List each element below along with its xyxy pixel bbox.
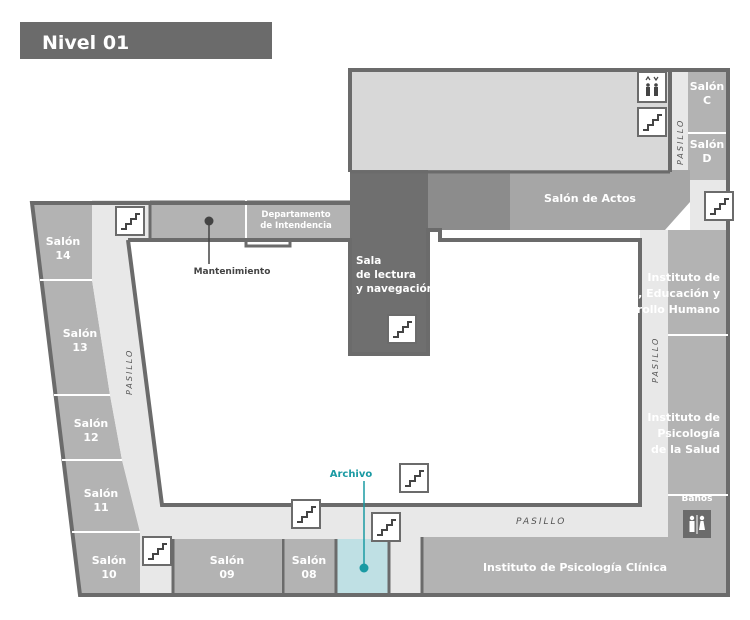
salon-12-line2: 12	[83, 431, 98, 444]
room-salon-11[interactable]	[62, 460, 140, 532]
stairs-icon	[399, 463, 429, 493]
salon-09-line2: 09	[219, 568, 234, 581]
inst-clinica-label: Instituto de Psicología Clínica	[483, 561, 667, 574]
inst-salud-line2: Psicología	[657, 427, 720, 440]
room-salon-c[interactable]	[688, 70, 728, 133]
corridor-right	[640, 230, 668, 530]
courtyard	[128, 230, 640, 505]
inst-educacion-line2: Psicología, Educación y	[575, 287, 720, 300]
archivo-label: Archivo	[330, 469, 373, 480]
room-departamento-intendencia[interactable]	[246, 200, 350, 234]
salon-11-line1: Salón	[84, 487, 119, 500]
salon-10-line2: 10	[101, 568, 117, 581]
walls	[29, 68, 730, 597]
corridor-label-left: PASILLO	[125, 349, 134, 395]
header-bar	[20, 22, 272, 59]
elevator-icon	[637, 71, 667, 103]
mantenimiento-label: Mantenimiento	[194, 267, 271, 277]
room-salon-14[interactable]	[32, 203, 92, 280]
interior-walls	[148, 170, 670, 595]
stairs-icon	[371, 512, 401, 542]
room-salon-09[interactable]	[173, 539, 281, 593]
room-salon-08[interactable]	[283, 539, 336, 593]
room-salon-12[interactable]	[54, 395, 122, 460]
stairs-icon	[291, 499, 321, 529]
salon-actos-label: Salón de Actos	[544, 192, 636, 205]
departamento-line1: Departamento	[261, 210, 330, 220]
corridor-upper-right	[670, 70, 688, 180]
inst-salud-line1: Instituto de	[647, 411, 720, 424]
corridor-bottom	[140, 503, 668, 539]
stairs-icon	[387, 314, 417, 344]
corridor-bottom-gap	[389, 539, 422, 593]
salon-14-line2: 14	[55, 249, 71, 262]
salon-c-line1: Salón	[690, 80, 725, 93]
departamento-line2: de Intendencia	[260, 221, 332, 231]
corridor-left	[92, 203, 162, 532]
inst-salud-line3: de la Salud	[651, 443, 720, 456]
salon-08-line2: 08	[301, 568, 316, 581]
banos-label: Baños	[682, 494, 713, 504]
salon-14-line1: Salón	[46, 235, 81, 248]
room-dividers	[40, 279, 728, 533]
inst-educacion-line3: Desarrollo Humano	[601, 303, 721, 316]
room-salon-13[interactable]	[40, 280, 110, 395]
salon-d-line1: Salón	[690, 138, 725, 151]
corridor-label-bottom: PASILLO	[516, 517, 566, 527]
room-salon-10[interactable]	[72, 532, 142, 593]
mantenimiento-marker	[204, 216, 214, 264]
salon-11-line2: 11	[93, 501, 108, 514]
salon-d-line2: D	[702, 152, 711, 165]
sala-lectura-line2: de lectura	[356, 269, 416, 281]
salon-09-line1: Salón	[210, 554, 245, 567]
salon-c-line2: C	[703, 94, 711, 107]
stairs-icon	[637, 107, 667, 137]
corridor-label-upper-right: PASILLO	[676, 119, 685, 165]
sala-lectura-line3: y navegación	[356, 283, 434, 295]
sala-lectura-line1: Sala	[356, 255, 381, 267]
room-salon-d[interactable]	[688, 133, 728, 181]
inst-educacion-line1: Instituto de	[647, 271, 720, 284]
room-inst-educacion[interactable]	[668, 230, 728, 335]
salon-13-line2: 13	[72, 341, 87, 354]
room-inst-salud[interactable]	[668, 335, 728, 495]
restroom-icon	[683, 510, 711, 538]
room-salon-actos[interactable]	[510, 170, 690, 230]
page-title: Nivel 01	[42, 32, 129, 54]
salon-08-line1: Salón	[292, 554, 327, 567]
room-dark-annex	[428, 170, 510, 230]
stairs-icon	[142, 536, 172, 566]
room-inst-clinica[interactable]	[422, 537, 728, 593]
corridor-label-right: PASILLO	[651, 337, 660, 383]
stairs-icon	[115, 206, 145, 236]
stairs-icon	[704, 191, 734, 221]
salon-12-line1: Salón	[74, 417, 109, 430]
location-marker-icon	[359, 481, 369, 573]
salon-13-line1: Salón	[63, 327, 98, 340]
room-upper-storage	[350, 70, 670, 172]
salon-10-line1: Salón	[92, 554, 127, 567]
